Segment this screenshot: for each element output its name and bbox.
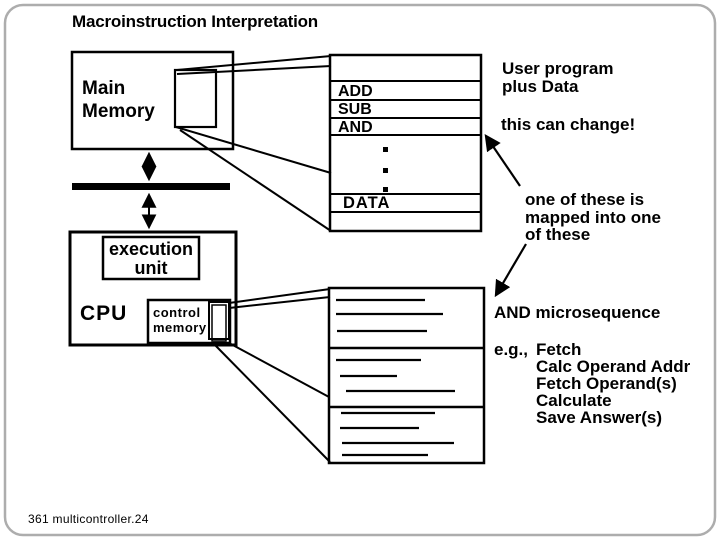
control-memory-cell [208, 301, 230, 340]
microcode-text-lines [336, 298, 455, 457]
user-program-note: User program plus Data [502, 60, 613, 95]
instruction-list-box [328, 53, 483, 233]
execution-unit-line1: execution [108, 239, 194, 259]
main-memory-label-line1: Main [82, 78, 126, 99]
slide-border [3, 3, 717, 537]
user-program-line1: User program [502, 59, 614, 78]
execution-unit-line2: unit [134, 258, 168, 278]
vertical-ellipsis-dot [383, 187, 388, 192]
memory-zoom-lines [175, 55, 332, 232]
cpu-box [68, 230, 238, 347]
slide-footer: 361 multicontroller.24 [28, 512, 149, 526]
microsequence-title: AND microsequence [494, 303, 661, 322]
execution-unit-box [101, 235, 201, 281]
maps-to-microsequence-arrow [494, 243, 527, 298]
vertical-ellipsis-dot [383, 147, 388, 152]
vertical-ellipsis-dot [383, 168, 388, 173]
control-memory-label: control memory [153, 305, 207, 335]
eg-step-calc-addr: Calc Operand Addr [536, 357, 691, 376]
eg-step-save-answer: Save Answer(s) [536, 408, 662, 427]
instruction-row-sub: SUB [338, 101, 372, 118]
control-memory-cell-inner [211, 304, 227, 342]
instruction-row-add: ADD [338, 83, 373, 100]
microcode-box [327, 286, 486, 465]
eg-step-fetch: Fetch [536, 340, 582, 359]
main-memory-label-line2: Memory [82, 101, 155, 122]
mapped-note-line1: one of these is [525, 190, 645, 209]
system-bus-bar [72, 183, 230, 190]
control-memory-line1: control [153, 305, 201, 320]
cpu-label: CPU [80, 302, 128, 325]
can-change-note: this can change! [501, 115, 636, 134]
instruction-row-and: AND [338, 119, 373, 136]
mapped-note-line3: of these [525, 225, 591, 244]
maps-to-instruction-arrow [484, 133, 521, 187]
user-program-line2: plus Data [502, 76, 579, 96]
eg-step-fetch-operand: Fetch Operand(s) [536, 374, 677, 393]
control-memory-line2: memory [153, 320, 207, 335]
page-title: Macroinstruction Interpretation [72, 12, 318, 31]
control-memory-zoom-lines [212, 288, 331, 463]
main-memory-cell [173, 68, 218, 129]
eg-step-calculate: Calculate [536, 391, 612, 410]
execution-unit-label: execution unit [103, 240, 199, 278]
main-memory-box [70, 50, 235, 151]
mapped-note-line2: mapped into one [525, 207, 661, 227]
instruction-row-data: DATA [343, 194, 391, 212]
mapped-note: one of these is mapped into one of these [525, 191, 661, 244]
main-memory-label: Main Memory [82, 77, 155, 123]
eg-prefix: e.g., [494, 340, 529, 359]
